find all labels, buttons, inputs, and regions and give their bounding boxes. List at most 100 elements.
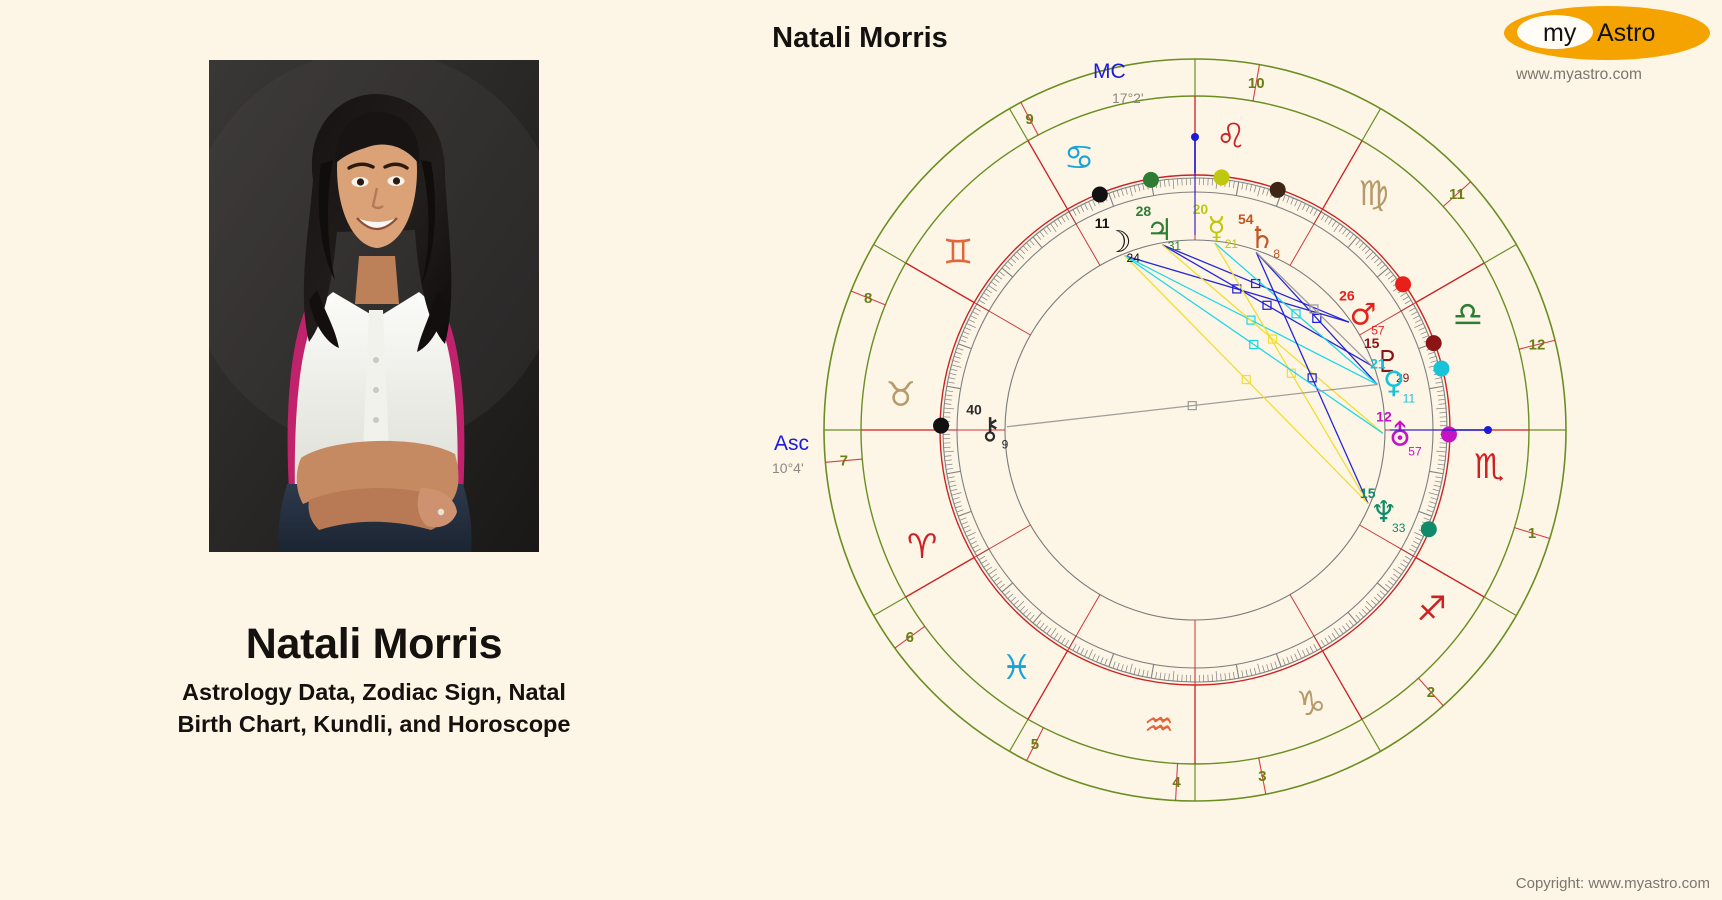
planet-glyph-saturn[interactable]: ♄ xyxy=(1248,221,1275,256)
planet-dot-moon[interactable] xyxy=(1091,186,1108,203)
logo-word-my: my xyxy=(1543,19,1577,47)
page-subtitle: Astrology Data, Zodiac Sign, Natal Birth… xyxy=(74,676,674,740)
mc-degree-text: 17°2' xyxy=(1112,90,1144,106)
zodiac-sign-glyphs[interactable]: ♌ ♋ ♊ ♉ ♈ ♓ ♒ ♑ ♐ ♏ ♎ ♍ xyxy=(885,117,1504,746)
house-number-11: 11 xyxy=(1449,186,1465,203)
house-cusp-lines xyxy=(824,59,1566,801)
planet-dot-chiron[interactable] xyxy=(933,417,950,434)
sign-glyph-scorpio[interactable]: ♏ xyxy=(1474,447,1504,487)
aspect-marker xyxy=(1312,313,1322,323)
sign-glyph-sagittarius[interactable]: ♐ xyxy=(1417,589,1447,629)
sign-glyph-pisces[interactable]: ♓ xyxy=(1001,648,1031,688)
aspect-marker xyxy=(1307,373,1317,383)
sign-glyph-cancer[interactable]: ♋ xyxy=(1064,138,1094,178)
planet-minute-moon: 24 xyxy=(1127,251,1141,265)
mc-label: MC xyxy=(1093,60,1126,83)
planet-minute-pluto: 29 xyxy=(1396,371,1410,385)
planet-degree-jupiter: 28 xyxy=(1136,203,1152,219)
planet-glyph-pluto[interactable]: ♇ xyxy=(1374,345,1401,380)
house-number-10: 10 xyxy=(1248,75,1265,92)
sign-glyph-aries[interactable]: ♈ xyxy=(907,527,937,567)
planet-minute-mercury: 21 xyxy=(1225,237,1239,251)
planet-glyph-venus[interactable]: ♀ xyxy=(1383,365,1405,400)
aspect-lines xyxy=(1006,242,1384,504)
subtitle-line-1: Astrology Data, Zodiac Sign, Natal xyxy=(182,679,566,705)
planet-minute-mars: 57 xyxy=(1371,323,1385,337)
house-number-6: 6 xyxy=(906,629,914,646)
planet-glyph-jupiter[interactable]: ♃ xyxy=(1146,213,1173,248)
planet-dot-uranus[interactable] xyxy=(1440,426,1457,443)
planet-glyph-uranus[interactable]: ⛢ xyxy=(1389,419,1411,454)
aspect-line xyxy=(1255,251,1373,367)
aspect-marker xyxy=(1268,334,1278,344)
aspect-marker xyxy=(1309,304,1319,314)
aspect-marker xyxy=(1249,339,1259,350)
aspect-marker xyxy=(1291,309,1301,319)
sign-glyph-leo[interactable]: ♌ xyxy=(1216,117,1246,157)
aspect-line xyxy=(1162,244,1372,367)
brand-logo[interactable]: my Astro www.myastro.com xyxy=(1444,4,1714,88)
planet-minute-chiron: 9 xyxy=(1002,437,1009,451)
planet-glyphs[interactable]: ♄548☿2021♃2831☽1124♂2657♇1529♀2111⛢1257♆… xyxy=(933,169,1457,538)
planet-dot-mercury[interactable] xyxy=(1213,169,1230,186)
aspect-line xyxy=(1006,383,1378,428)
planet-degree-uranus: 12 xyxy=(1376,409,1392,425)
axis-markers xyxy=(1191,133,1492,434)
aspect-line xyxy=(1161,244,1384,434)
aspect-line xyxy=(1124,255,1369,504)
planet-degree-neptune: 15 xyxy=(1360,485,1376,501)
logo-word-astro: Astro xyxy=(1597,19,1656,47)
house-number-5: 5 xyxy=(1031,736,1039,753)
planet-glyph-chiron[interactable]: ⚷ xyxy=(979,411,1001,446)
sign-glyph-libra[interactable]: ♎ xyxy=(1453,295,1483,335)
planet-glyph-neptune[interactable]: ♆ xyxy=(1370,495,1397,530)
portrait-photo xyxy=(209,60,539,552)
sign-glyph-gemini[interactable]: ♊ xyxy=(943,233,973,273)
avatar xyxy=(209,60,539,552)
planet-dot-venus[interactable] xyxy=(1433,360,1450,377)
aspect-line xyxy=(1255,251,1369,504)
left-info-panel: Natali Morris Astrology Data, Zodiac Sig… xyxy=(0,0,760,900)
aspect-marker xyxy=(1187,401,1197,411)
sign-glyph-aquarius[interactable]: ♒ xyxy=(1144,705,1174,745)
sign-glyph-virgo[interactable]: ♍ xyxy=(1358,174,1388,214)
house-number-8: 8 xyxy=(864,290,872,307)
planet-glyph-moon[interactable]: ☽ xyxy=(1105,225,1132,260)
house-number-2: 2 xyxy=(1427,684,1435,701)
sign-glyph-capricorn[interactable]: ♑ xyxy=(1296,684,1326,724)
planet-dot-saturn[interactable] xyxy=(1269,181,1286,198)
planet-degree-venus: 21 xyxy=(1370,355,1386,371)
asc-degree-text: 10°4' xyxy=(772,460,804,476)
planet-minute-uranus: 57 xyxy=(1408,445,1422,459)
asc-label: Asc xyxy=(774,432,810,455)
planet-glyph-mercury[interactable]: ☿ xyxy=(1207,211,1225,246)
planet-minute-neptune: 33 xyxy=(1392,521,1406,535)
sign-glyph-taurus[interactable]: ♉ xyxy=(885,375,915,415)
planet-minute-venus: 11 xyxy=(1403,391,1416,405)
planet-degree-saturn: 54 xyxy=(1238,211,1254,227)
planet-dot-jupiter[interactable] xyxy=(1142,171,1159,188)
chart-heading: Natali Morris xyxy=(772,22,948,54)
house-number-7: 7 xyxy=(840,453,848,470)
house-number-3: 3 xyxy=(1258,768,1266,785)
planet-degree-mercury: 20 xyxy=(1193,201,1209,217)
house-number-9: 9 xyxy=(1025,111,1033,128)
planet-minute-jupiter: 31 xyxy=(1168,239,1182,253)
planet-degree-chiron: 40 xyxy=(966,401,982,417)
planet-dot-neptune[interactable] xyxy=(1420,521,1437,538)
planet-degree-pluto: 15 xyxy=(1364,335,1380,351)
aspect-marker xyxy=(1241,374,1251,385)
planet-glyph-mars[interactable]: ♂ xyxy=(1349,297,1376,332)
copyright-notice: Copyright: www.myastro.com xyxy=(1515,875,1710,892)
aspect-marker xyxy=(1246,315,1256,325)
aspect-line xyxy=(1214,242,1378,386)
house-number-12: 12 xyxy=(1529,337,1546,354)
planet-dot-mars[interactable] xyxy=(1395,276,1412,293)
logo-inner-ellipse xyxy=(1517,15,1593,49)
brand-url: www.myastro.com xyxy=(1516,66,1642,83)
degree-tick-marks xyxy=(943,178,1447,682)
planet-dot-pluto[interactable] xyxy=(1425,335,1442,352)
aspect-line xyxy=(1124,255,1350,323)
